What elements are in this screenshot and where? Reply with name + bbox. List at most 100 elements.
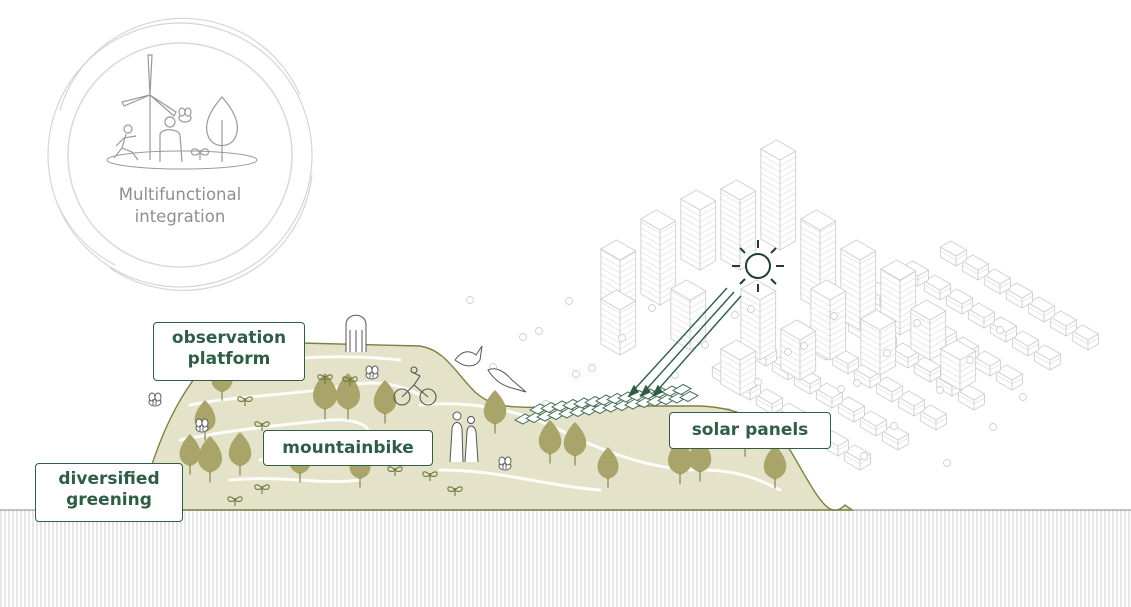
house-building [1005,282,1034,309]
solar-panel-array [513,383,700,425]
house-building [995,364,1024,391]
tree-icon [483,390,507,434]
city-tree [519,333,527,341]
city-tree [784,348,792,356]
house-building [1071,324,1100,351]
mountainbike-label: mountainbike [263,430,433,466]
city-tree [701,341,709,349]
wind-turbine-icon [121,54,177,160]
sprout-icon [237,396,253,406]
tower-building [639,209,677,306]
mountainbike-label-text: mountainbike [282,438,414,458]
tower-building [939,339,977,391]
city-tree [883,349,891,357]
bee-group [148,365,512,471]
tree-icon [563,422,587,466]
city-tree [913,319,921,327]
hiker-icon [449,411,479,463]
city-tree [837,385,845,393]
sprout-group [227,374,463,506]
tower-building [669,279,707,351]
tower-building [679,189,717,271]
cyclist-icon [393,366,437,406]
house-building [1011,330,1040,357]
city-tree [754,378,762,386]
city-tree [890,422,898,430]
city-tree [565,297,573,305]
tower-building [719,179,757,271]
house-building [1027,296,1056,323]
city-tree [943,459,951,467]
city-tree [648,304,656,312]
city-tree [572,370,580,378]
solar-panels-label-text: solar panels [691,420,809,440]
house-building [897,390,926,417]
sprout-icon [254,484,270,494]
city-tree [588,364,596,372]
bee-icon [365,365,379,380]
badge-icons [113,54,238,163]
tree-icon [228,432,252,476]
city-tree [966,356,974,364]
sprout-icon [342,376,358,386]
city-tree [996,326,1004,334]
sprout-icon [227,496,243,506]
sprout-icon [254,421,270,431]
tree-icon [763,445,787,489]
greening-label-line2: greening [66,490,152,510]
observation-tower-icon [345,314,367,352]
city-tree [731,311,739,319]
observation-label-line1: observation [171,328,287,348]
sprout-icon [190,148,210,160]
tree-icon [538,420,562,464]
integration-badge [47,17,313,291]
city-tree [853,379,861,387]
solar-panel-icon [671,383,693,396]
solar-panel-icon [678,390,700,403]
person-icon [159,116,183,163]
house-building [831,348,860,375]
sprout-icon [422,471,438,481]
city-tree [936,386,944,394]
city-tree [830,312,838,320]
tower-building [859,309,897,376]
runner-icon [113,124,139,161]
tower-building [719,339,757,396]
city-tree [618,334,626,342]
diversified-greening-label: diversified greening [35,463,183,522]
tree-icon [597,447,619,488]
house-building [945,288,974,315]
tree-icon [336,373,360,420]
house-building [961,254,990,281]
tree-icon [313,373,337,420]
house-building [1033,344,1062,371]
bee-icon [498,456,512,471]
city-tree [535,327,543,335]
tree-icon [198,436,222,483]
tree-icon [179,434,201,475]
house-building [875,376,904,403]
ground-section [0,510,1131,607]
badge-title: Multifunctional integration [86,184,274,228]
house-building [939,240,968,267]
observation-platform-label: observation platform [153,322,305,381]
bee-icon [195,418,209,433]
sun-icon [732,240,784,292]
badge-title-line1: Multifunctional [118,185,242,204]
city-tree [1019,393,1027,401]
bee-icon [148,392,162,407]
house-building [859,410,888,437]
house-building [755,388,784,415]
sprout-icon [317,374,333,384]
city-tree [860,452,868,460]
house-building [853,362,882,389]
tower-building [599,289,637,356]
sprout-icon [447,486,463,496]
sprout-icon [387,466,403,476]
sunlight-rays [627,287,742,398]
greening-label-line1: diversified [58,469,160,489]
city-tree [989,423,997,431]
observation-label-line2: platform [187,349,271,369]
house-building [837,396,866,423]
bee-icon [178,107,192,123]
